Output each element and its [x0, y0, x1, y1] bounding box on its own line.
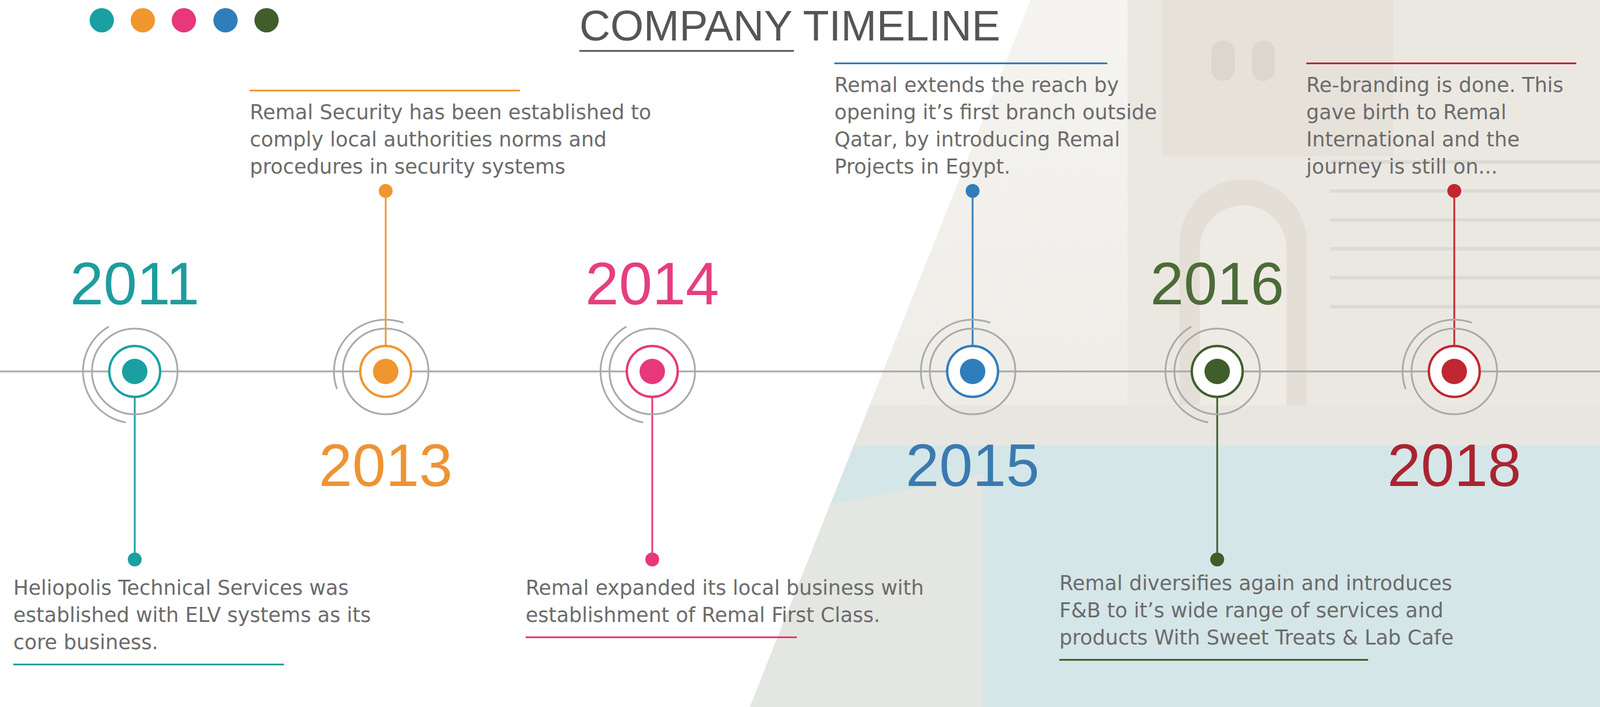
palette-dot [171, 8, 197, 33]
centre-dot [639, 358, 665, 384]
milestone-circle: 2016 [1150, 253, 1284, 430]
milestone-circle: 2014 [585, 253, 719, 430]
timeline-connector [411, 370, 627, 373]
palette-dot [254, 8, 279, 33]
palette-dots [89, 8, 279, 33]
year-label: 2015 [905, 434, 1040, 495]
leader-dot [1210, 552, 1225, 567]
leader-line [972, 197, 974, 346]
year-label: 2016 [1150, 253, 1284, 314]
palette-dot [89, 8, 114, 33]
colour-ring [360, 345, 412, 397]
milestone-marker [914, 313, 1031, 430]
colour-ring [947, 345, 999, 397]
colour-ring [1191, 345, 1243, 397]
leader-lines [134, 197, 1455, 553]
milestone-description: Remal expanded its local business with e… [525, 574, 931, 629]
milestone-circle: 2011 [69, 253, 200, 430]
centre-dot [372, 358, 399, 384]
milestone-circle: 2018 [1387, 313, 1521, 495]
museum-photo [749, 0, 1600, 707]
milestone-description: Re-branding is done. This gave birth to … [1306, 71, 1590, 181]
centre-dot [122, 358, 148, 384]
centre-dot [1441, 358, 1468, 384]
leader-dot [127, 552, 142, 567]
timeline-connector [677, 370, 948, 373]
colour-ring [109, 345, 161, 397]
leader-dot [645, 552, 660, 567]
milestone-description: Remal diversifies again and introduces F… [1059, 569, 1476, 652]
leader-line [651, 396, 654, 553]
timeline-line [0, 370, 110, 373]
year-label: 2018 [1387, 434, 1521, 495]
year-label: 2011 [69, 253, 200, 314]
grey-ring [91, 328, 178, 415]
palette-dot [213, 8, 238, 33]
leader-line [134, 396, 136, 553]
palette-dot [130, 8, 155, 33]
tower-window [1251, 40, 1276, 81]
title-underline [579, 50, 794, 53]
grey-ring [609, 328, 696, 415]
timeline-connector [998, 370, 1192, 373]
milestone-description: Remal Security has been established to c… [249, 98, 655, 181]
colour-ring [1428, 345, 1480, 397]
centre-dot [959, 358, 986, 384]
year-label: 2013 [318, 434, 453, 495]
tower-window [1211, 40, 1235, 81]
building-block [1127, 0, 1600, 405]
page-title: COMPANY TIMELINE [579, 4, 1001, 48]
grey-ring [1411, 328, 1498, 415]
milestone-marker [1396, 313, 1513, 430]
leader-dot [1447, 183, 1462, 198]
centre-dot [1204, 358, 1230, 384]
milestone-description: Heliopolis Technical Services was establ… [13, 574, 413, 656]
leader-dot [965, 183, 980, 198]
grey-ring [1174, 328, 1260, 415]
grey-ring [929, 328, 1016, 415]
milestone-circle: 2013 [318, 313, 453, 495]
milestone-circle: 2015 [905, 313, 1040, 495]
building-stripes [1329, 161, 1600, 307]
leader-dot [378, 183, 393, 198]
milestone-description: Remal extends the reach by opening it’s … [834, 71, 1205, 181]
year-label: 2014 [585, 253, 719, 314]
photo-ground [749, 0, 1600, 707]
leader-dots [127, 183, 1462, 567]
timeline-connector [160, 370, 361, 373]
milestone-marker [327, 313, 444, 430]
milestone-marker [76, 313, 193, 430]
leader-line [1453, 197, 1456, 346]
leader-line [1216, 396, 1219, 553]
milestone-marker [594, 313, 711, 430]
timeline-connector [1242, 370, 1429, 373]
colour-ring [626, 345, 678, 397]
leader-line [385, 197, 387, 346]
milestone-marker [1159, 313, 1276, 430]
grey-ring [342, 328, 429, 415]
